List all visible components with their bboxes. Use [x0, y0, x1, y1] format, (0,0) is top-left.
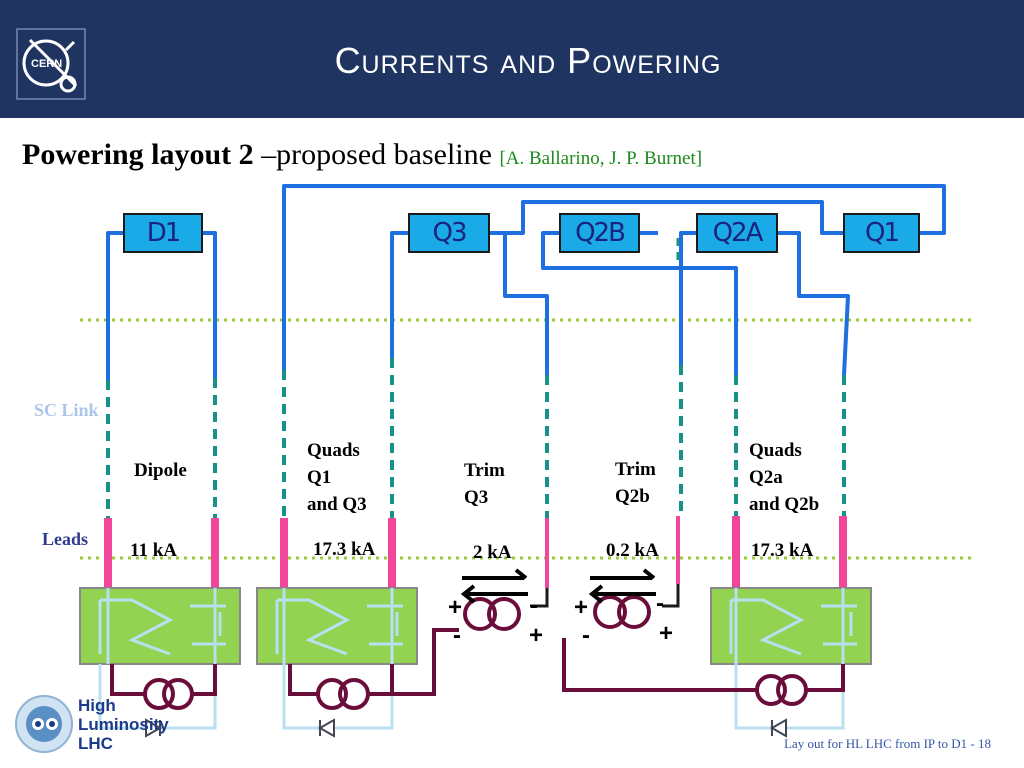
quads-q2a-q2b-line3: and Q2b: [749, 494, 820, 515]
magnet-q2b: Q2B: [559, 213, 640, 253]
quads-q2a-q2b-line1: Quads: [749, 440, 802, 461]
magnet-q2a: Q2A: [696, 213, 778, 253]
quads-q2a-q2b-current: 17.3 kA: [751, 540, 814, 561]
subtitle-rest: –proposed baseline: [253, 138, 500, 171]
hl-lhc-logo-text: High Luminosity LHC: [78, 696, 169, 753]
quads-q2a-q2b-line2: Q2a: [749, 467, 783, 488]
trim-q3-minus-bottom: -: [453, 622, 461, 649]
power-converter-dipole: [79, 587, 241, 665]
quads-q1-q3-line1: Quads: [307, 440, 360, 461]
trim-q3-minus-top: -: [530, 592, 538, 619]
hl-logo-line3: LHC: [78, 734, 113, 753]
dipole-label: Dipole: [134, 460, 187, 481]
cern-logo: CERN: [16, 28, 86, 100]
trim-q2b-plus-bottom: +: [659, 620, 674, 647]
quads-q1-q3-line2: Q1: [307, 467, 332, 488]
svg-text:CERN: CERN: [31, 58, 62, 70]
magnet-d1: D1: [123, 213, 203, 253]
trim-q2b-line1: Trim: [615, 459, 656, 480]
diode-icons: [145, 718, 787, 738]
magnet-q3: Q3: [408, 213, 490, 253]
power-converter-quads-q1-q3: [256, 587, 418, 665]
trim-q2b-minus-top: -: [656, 590, 664, 617]
magnet-q1: Q1: [843, 213, 920, 253]
current-leads: [104, 516, 847, 588]
quads-q1-q3-line3: and Q3: [307, 494, 367, 515]
trim-q3-plus-bottom: +: [529, 622, 544, 649]
hl-logo-line2: Luminosity: [78, 715, 169, 734]
dipole-current: 11 kA: [130, 540, 177, 561]
bidirectional-arrows: [460, 568, 656, 604]
quads-q1-q3-current: 17.3 kA: [313, 539, 376, 560]
trim-q3-current: 2 kA: [473, 542, 512, 563]
trim-q2b-line2: Q2b: [615, 486, 650, 507]
trim-q3-plus-top: +: [448, 594, 463, 621]
sc-link-label: SC Link: [34, 400, 99, 420]
slide-subtitle: Powering layout 2 –proposed baseline [A.…: [22, 138, 702, 172]
trim-q3-line2: Q3: [464, 487, 489, 508]
hl-logo-line1: High: [78, 696, 116, 715]
trim-q2b-plus-top: +: [574, 594, 589, 621]
trim-leads: [545, 516, 680, 588]
subtitle-bold: Powering layout 2: [22, 138, 254, 171]
hl-lhc-logo: [15, 695, 73, 753]
slide-footer: Lay out for HL LHC from IP to D1 - 18: [783, 736, 991, 751]
trim-q2b-current: 0.2 kA: [606, 540, 659, 561]
power-converter-quads-q2a-q2b: [710, 587, 872, 665]
slide-title: Currents and Powering: [334, 40, 722, 81]
header-bar: CERN Currents and Powering: [0, 0, 1024, 118]
transformer-icons: [143, 595, 808, 710]
quads-q1-q3-label: Quads Q1 and Q3: [307, 437, 367, 518]
subtitle-reference: [A. Ballarino, J. P. Burnet]: [499, 148, 703, 169]
leads-label: Leads: [42, 529, 89, 549]
quads-q2a-q2b-label: Quads Q2a and Q2b: [749, 437, 819, 518]
trim-connections: [530, 584, 680, 608]
trim-q3-label: Trim Q3: [464, 457, 505, 511]
cable-network: [106, 184, 946, 380]
trim-q3-line1: Trim: [464, 460, 505, 481]
sc-link-segments: [106, 358, 846, 518]
feedback-circuits: [110, 628, 845, 696]
trim-q2b-minus-bottom: -: [582, 622, 590, 649]
trim-q2b-label: Trim Q2b: [615, 456, 656, 510]
